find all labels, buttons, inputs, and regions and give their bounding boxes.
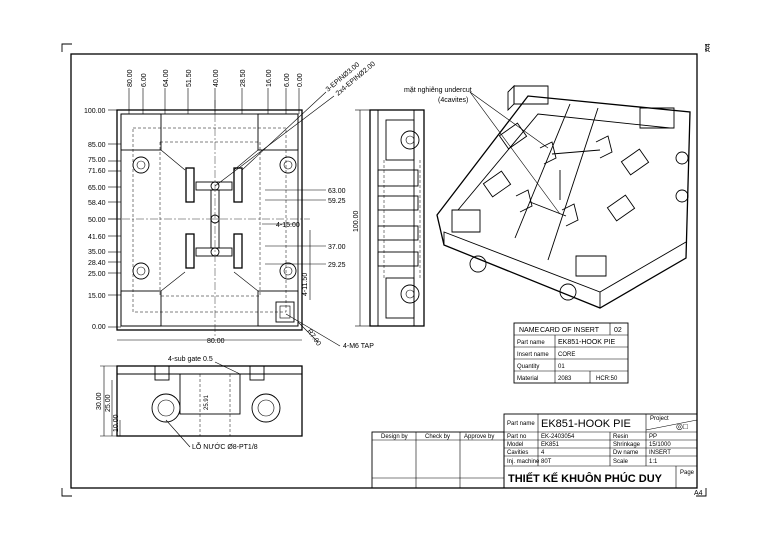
card-value-name: CARD OF INSERT xyxy=(540,327,600,334)
radius-dim: R7.00 xyxy=(305,328,322,347)
top-dim-text: 80.00 xyxy=(127,69,134,87)
bottom-dim-text: 30.00 xyxy=(96,392,103,410)
sheet-size-top: A4 xyxy=(705,43,712,52)
top-dim-text: 28.50 xyxy=(240,69,247,87)
model-label: Model xyxy=(507,442,523,448)
front-view-top-dim-lines xyxy=(128,88,300,114)
dwg-value: INSERT xyxy=(649,450,671,456)
scale-label: Scale xyxy=(613,459,629,465)
insert-card xyxy=(513,322,629,384)
front-view-top-dims: 80.00 6.00 64.00 51.50 40.00 28.50 16.00… xyxy=(127,69,304,87)
card-extra-material: HCR:50 xyxy=(596,376,618,382)
top-dim-text: 51.50 xyxy=(186,69,193,87)
design-by-label: Design by xyxy=(381,434,408,440)
model-value: EK851 xyxy=(541,442,560,448)
right-dim-text: 29.25 xyxy=(328,262,346,269)
part-name-label: Part name xyxy=(507,421,535,427)
card-value-quantity: 01 xyxy=(558,364,565,370)
tap-callout: 4-M6 TAP xyxy=(343,343,374,350)
top-dim-text: 16.00 xyxy=(266,69,273,87)
bottom-dim-text: 25.00 xyxy=(105,394,112,412)
card-label-partname: Part name xyxy=(517,340,545,346)
resin-label: Resin xyxy=(613,434,628,440)
front-view-right-dim-lines xyxy=(262,189,326,300)
shrinkage-value: 15/1000 xyxy=(649,442,671,448)
inj-label: Inj. machine xyxy=(507,459,540,465)
check-by-label: Check by xyxy=(425,434,450,440)
left-dim-text: 58.40 xyxy=(88,200,106,207)
inj-value: 80T xyxy=(541,459,552,465)
part-name-value: EK851-HOOK PIE xyxy=(541,418,631,430)
part-no-label: Part no xyxy=(507,434,527,440)
resin-value: PP xyxy=(649,434,657,440)
radius-leader xyxy=(297,321,319,343)
right-dim-text: 59.25 xyxy=(328,198,346,205)
sheet-corner-marks xyxy=(61,43,707,497)
part-no-value: EK-2403054 xyxy=(541,434,575,440)
card-label-quantity: Quantity xyxy=(517,364,539,370)
sheet-size-bottom: A4 xyxy=(694,490,703,497)
approve-by-label: Approve by xyxy=(464,434,494,440)
isometric-view xyxy=(436,84,691,309)
left-dim-text: 15.00 xyxy=(88,293,106,300)
left-dim-text: 50.00 xyxy=(88,217,106,224)
undercut-note-line1: mặt nghiêng undercut xyxy=(404,87,472,94)
company-name: THIẾT KẾ KHUÔN PHÚC DUY xyxy=(508,472,663,485)
left-dim-text: 0.00 xyxy=(92,324,106,331)
left-dim-text: 100.00 xyxy=(84,108,106,115)
left-dim-text: 28.40 xyxy=(88,260,106,267)
front-view-left-dims: 100.00 85.00 75.00 71.60 65.00 58.40 50.… xyxy=(84,108,106,331)
epin-leaders xyxy=(214,91,335,187)
top-dim-text: 6.00 xyxy=(141,73,148,87)
left-dim-text: 71.60 xyxy=(88,168,106,175)
tap-leader xyxy=(285,313,341,347)
dim-4-15: 4-15.00 xyxy=(276,222,300,229)
left-dim-text: 35.00 xyxy=(88,249,106,256)
top-dim-text: 64.00 xyxy=(163,69,170,87)
top-dim-text: 40.00 xyxy=(213,69,220,87)
subgate-callout: 4-sub gate 0.5 xyxy=(168,356,213,363)
scale-value: 1:1 xyxy=(649,459,658,465)
projection-icon: ◎□ xyxy=(676,422,688,431)
dim-4-11-50: 4-11.50 xyxy=(302,273,309,296)
title-block xyxy=(371,413,698,489)
card-label-material: Material xyxy=(517,376,538,382)
right-dim-text: 37.00 xyxy=(328,244,346,251)
card-label-name: NAME xyxy=(519,327,540,334)
front-view-left-dim-lines xyxy=(108,109,121,328)
bottom-dim-text: 10.00 xyxy=(113,414,120,432)
left-dim-text: 85.00 xyxy=(88,142,106,149)
left-dim-text: 75.00 xyxy=(88,157,106,164)
cavities-value: 4 xyxy=(541,450,545,456)
cavities-label: Cavities xyxy=(507,450,528,456)
card-value-material: 2083 xyxy=(558,376,572,382)
top-dim-text: 6.00 xyxy=(284,73,291,87)
top-dim-text: 0.00 xyxy=(297,73,304,87)
card-value-partname: EK851-HOOK PIE xyxy=(558,339,616,346)
card-extra-name: 02 xyxy=(614,327,622,334)
undercut-note-line2: (4cavites) xyxy=(438,97,468,104)
left-dim-text: 41.60 xyxy=(88,234,106,241)
left-dim-text: 65.00 xyxy=(88,185,106,192)
bottom-view xyxy=(100,361,303,448)
bottom-mid-dim: 25.91 xyxy=(204,394,210,410)
side-height-dim: 100.00 xyxy=(353,210,360,232)
dwg-label: Dw name xyxy=(613,450,639,456)
right-dim-text: 63.00 xyxy=(328,188,346,195)
card-value-insert: CORE xyxy=(558,352,575,358)
width-dim-text: 80.00 xyxy=(207,338,225,345)
side-view xyxy=(355,109,425,327)
card-label-insert: Insert name xyxy=(517,352,549,358)
shrinkage-label: Shrinkage xyxy=(613,442,641,448)
page-label: Page xyxy=(680,470,695,476)
front-view xyxy=(108,100,310,338)
project-label: Project xyxy=(650,416,669,422)
left-dim-text: 25.00 xyxy=(88,271,106,278)
water-hole-callout: LỖ NƯỚC Ø8-PT1/8 xyxy=(192,442,258,451)
